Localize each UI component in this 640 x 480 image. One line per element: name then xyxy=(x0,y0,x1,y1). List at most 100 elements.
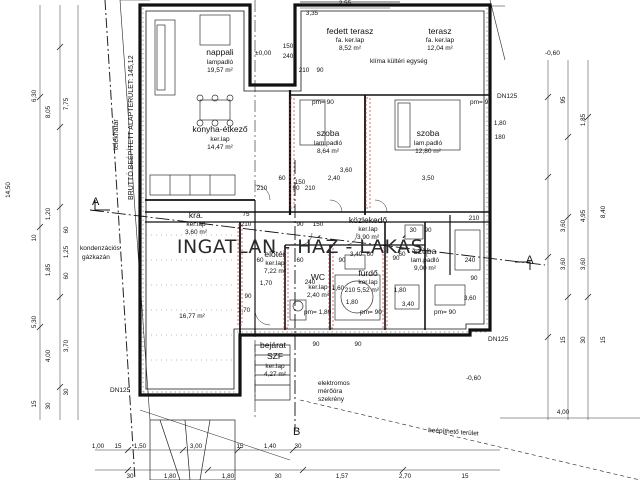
room-name: SZF xyxy=(267,351,283,361)
bed-3 xyxy=(454,229,481,271)
section-mark-a-left: A xyxy=(92,196,100,208)
room-area: 12,04 m² xyxy=(427,45,453,52)
section-lines xyxy=(89,160,546,430)
room-floor: ker.lap xyxy=(358,226,378,233)
room-konyha: konyha-étkező ker.lap 14,47 m² xyxy=(192,124,248,151)
dimension-label: 15 xyxy=(600,336,607,344)
room-area: 9,00 m² xyxy=(414,265,437,272)
dimension-label: 1,80 xyxy=(494,120,507,127)
dimension-label: 30 xyxy=(274,473,282,480)
garage-hatch xyxy=(146,234,236,361)
dimension-label: 90 xyxy=(354,341,362,348)
dimension-label: 210 xyxy=(469,215,480,222)
dimension-label: 1,70 xyxy=(260,280,273,287)
parapet-5: pm= 90 xyxy=(434,309,456,316)
dimension-label: 3,70 xyxy=(63,339,70,352)
dimension-label: 15 xyxy=(236,443,244,450)
room-floor: fa. ker.lap xyxy=(426,37,455,44)
room-eloter: előtér ker.lap 7,22 m² xyxy=(264,249,287,275)
dimension-label: 2,40 xyxy=(328,175,341,182)
room-fedett-terasz: fedett terasz fa. ker.lap 8,52 m² xyxy=(327,26,374,52)
dimension-label: 1,25 xyxy=(63,245,70,258)
dimension-label: 3,50 xyxy=(422,175,435,182)
room-name: kra. xyxy=(189,210,203,220)
room-name: fürdő xyxy=(358,268,378,278)
bejarat-note: bejárat xyxy=(260,340,287,350)
dimension-label: 10 xyxy=(31,234,38,242)
level-bottom-right: -0,60 xyxy=(466,375,481,382)
dimension-label: 15 xyxy=(114,443,122,450)
dimension-label: 3,60 xyxy=(560,219,567,232)
room-area: 8,52 m² xyxy=(339,45,362,52)
bathtub xyxy=(334,274,381,321)
dimension-label: 3,35 xyxy=(306,10,319,17)
dimension-label: 1,70 xyxy=(238,307,251,314)
room-kra: kra. ker.lap 3,60 m² xyxy=(185,210,208,236)
dimension-label: 1,20 xyxy=(45,207,52,220)
room-floor: ker.lap xyxy=(265,363,285,370)
dimension-label: 2,55 xyxy=(339,0,352,7)
dimension-label: 1,85 xyxy=(580,113,587,126)
room-area: 7,22 m² xyxy=(264,268,287,275)
dimension-label: 210 xyxy=(345,287,356,294)
dimension-label: 4,95 xyxy=(580,209,587,222)
room-floor: ker.lap xyxy=(358,279,378,286)
dn-bottom-left: DN125 xyxy=(110,387,131,394)
elektro-note-3: szekrény xyxy=(318,396,345,403)
dimension-label: 90 xyxy=(312,341,320,348)
door-swings xyxy=(254,184,428,326)
kondenz-note-1: kondenzációs xyxy=(80,245,120,252)
dimension-label: 95 xyxy=(560,96,567,104)
room-nappali: nappali lampadló 19,57 m² xyxy=(206,47,234,74)
dimension-label: 8,05 xyxy=(45,105,52,118)
single-bed xyxy=(299,99,326,146)
dimension-label: 240 xyxy=(305,279,316,286)
room-area: 19,57 m² xyxy=(207,67,233,74)
dn-top-right: DN125 xyxy=(497,93,518,100)
dims-bottom-row-3: 4,00 xyxy=(557,409,570,416)
dimension-label: 60 xyxy=(256,257,264,264)
dimension-label: 210 xyxy=(257,185,268,192)
dimension-label: 1,60 xyxy=(332,285,345,292)
dimension-label: 4,00 xyxy=(557,409,570,416)
dimension-label: 150 xyxy=(295,179,306,186)
room-area: 12,80 m² xyxy=(415,148,441,155)
room-floor: ker.lap xyxy=(308,284,328,291)
room-floor: lam.padló xyxy=(314,140,343,147)
dimension-label: 4,00 xyxy=(45,349,52,362)
dimension-label: 2,70 xyxy=(399,473,412,480)
section-mark-b: B xyxy=(293,426,300,438)
room-name: közlekedő xyxy=(349,215,388,225)
dimension-label: 1,80 xyxy=(346,299,359,306)
parapet-4: pm= 90 xyxy=(360,309,382,316)
dimension-label: 180 xyxy=(495,134,506,141)
dimension-label: 15 xyxy=(461,473,469,480)
dimension-label: 30 xyxy=(126,473,134,480)
dimension-label: 3,60 xyxy=(560,257,567,270)
room-floor: lam.padló xyxy=(411,257,440,264)
dimension-label: 60 xyxy=(278,175,286,182)
dimension-label: 60 xyxy=(63,272,70,280)
dimension-label: 3,40 xyxy=(350,251,363,258)
room-floor: fa. ker.lap xyxy=(336,37,365,44)
dn-bottom-right: DN125 xyxy=(488,336,509,343)
room-garage-area: 16,77 m² xyxy=(179,313,205,320)
dimension-label: 90 xyxy=(424,227,432,234)
dining-table xyxy=(199,99,231,121)
red-partitions xyxy=(237,97,388,329)
dimension-label: 3,60 xyxy=(464,295,477,302)
dimension-label: 90 xyxy=(338,257,346,264)
dimension-lines xyxy=(39,5,640,471)
dimension-label: 90 xyxy=(470,275,478,282)
dimension-ticks xyxy=(36,43,592,474)
room-szoba-3: szoba lam.padló 9,00 m² xyxy=(411,246,440,272)
dimension-label: 1,40 xyxy=(264,443,277,450)
furniture xyxy=(149,14,481,321)
room-name: terasz xyxy=(428,26,451,36)
room-szf: SZF ker.lap 4,27 m² xyxy=(264,351,287,378)
